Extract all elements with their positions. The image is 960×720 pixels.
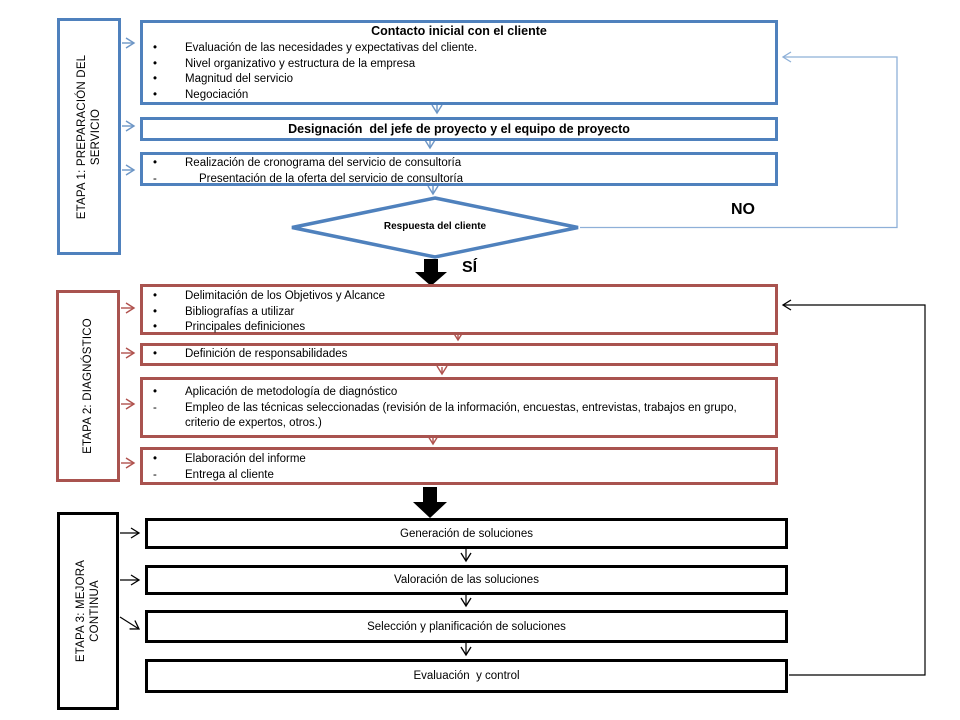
solution-selection-box: Selección y planificación de soluciones <box>145 610 788 643</box>
list-item: • Nivel organizativo y estructura de la e… <box>143 57 775 73</box>
box-title: Valoración de las soluciones <box>394 574 539 586</box>
diagnosis-scope-items: • Delimitación de los Objetivos y Alcance… <box>143 287 775 336</box>
decision-label: Respuesta del cliente <box>383 221 487 232</box>
list-item: • Delimitación de los Objetivos y Alcance <box>143 289 775 305</box>
item-text: Empleo de las técnicas seleccionadas (re… <box>185 401 737 430</box>
stage2-to-stage3-arrow <box>413 487 447 518</box>
bullet-marker: • <box>153 73 158 85</box>
list-item: • Definición de responsabilidades <box>143 347 775 363</box>
item-text: Negociación <box>185 88 249 101</box>
yes-arrow <box>415 259 447 286</box>
evaluation-control-box: Evaluación y control <box>145 659 788 693</box>
item-text: Definición de responsabilidades <box>185 348 348 360</box>
stage3-label: ETAPA 3: MEJORA CONTINUA <box>75 559 101 663</box>
list-item: • Evaluación de las necesidades y expecta… <box>143 41 775 57</box>
item-text: Realización de cronograma del servicio d… <box>185 157 462 169</box>
stage2-label: ETAPA 2: DIAGNÓSTICO <box>82 318 94 454</box>
solution-valuation-box: Valoración de las soluciones <box>145 565 788 595</box>
list-item: • Bibliografías a utilizar <box>143 305 775 321</box>
item-text: Magnitud del servicio <box>185 73 294 85</box>
solution-generation-box: Generación de soluciones <box>145 518 788 549</box>
item-text: Nivel organizativo y estructura de la em… <box>185 57 416 70</box>
designation-box: Designación del jefe de proyecto y el eq… <box>140 117 778 141</box>
list-item: • Negociación <box>143 88 775 104</box>
bullet-marker: • <box>153 348 158 360</box>
dash-marker: - <box>153 172 157 185</box>
list-item: - Presentación de la oferta del servicio … <box>143 172 775 188</box>
list-item: • Elaboración del informe <box>143 452 775 468</box>
item-text: Evaluación de las necesidades y expectat… <box>185 42 478 54</box>
stage1-label: ETAPA 1: PREPARACIÓN DEL SERVICIO <box>76 54 102 219</box>
bullet-marker: • <box>153 57 158 70</box>
list-item: • Aplicación de metodología de diagnóstic… <box>143 385 775 401</box>
no-branch-label: NO <box>731 201 755 218</box>
diagnosis-scope-box: • Delimitación de los Objetivos y Alcance… <box>140 284 778 335</box>
bullet-marker: • <box>153 453 158 465</box>
methodology-items: • Aplicación de metodología de diagnóstic… <box>143 380 775 432</box>
bullet-marker: • <box>153 386 158 398</box>
bullet-marker: • <box>153 305 158 318</box>
item-text: Presentación de la oferta del servicio d… <box>199 172 464 185</box>
list-item: • Principales definiciones <box>143 320 775 336</box>
item-text: Aplicación de metodología de diagnóstico <box>185 386 398 398</box>
bullet-marker: • <box>153 88 158 101</box>
responsibilities-items: • Definición de responsabilidades <box>143 346 775 363</box>
stage1-label-arrows <box>122 37 136 176</box>
yes-branch-label: SÍ <box>462 259 478 276</box>
contact-initial-items: • Evaluación de las necesidades y expecta… <box>143 39 775 103</box>
list-item: • Magnitud del servicio <box>143 72 775 88</box>
schedule-box: • Realización de cronograma del servicio … <box>140 152 778 186</box>
bullet-marker: • <box>153 157 158 169</box>
stage2-label-box: ETAPA 2: DIAGNÓSTICO <box>56 290 120 482</box>
contact-initial-title: Contacto inicial con el cliente <box>371 24 547 38</box>
dash-marker: - <box>153 401 157 414</box>
bullet-marker: • <box>153 321 158 333</box>
list-item: • Realización de cronograma del servicio … <box>143 156 775 172</box>
list-item: - Entrega al cliente <box>143 468 775 484</box>
box-title: Evaluación y control <box>413 670 520 682</box>
list-item: - Empleo de las técnicas seleccionadas (r… <box>143 401 775 432</box>
item-text: Entrega al cliente <box>185 468 274 481</box>
box-title: Generación de soluciones <box>400 527 533 540</box>
item-text: Delimitación de los Objetivos y Alcance <box>185 290 386 302</box>
stage3-label-box: ETAPA 3: MEJORA CONTINUA <box>57 512 119 710</box>
stage3-label-arrows <box>119 527 141 630</box>
responsibilities-box: • Definición de responsabilidades <box>140 343 778 366</box>
item-text: Bibliografías a utilizar <box>185 305 295 318</box>
bullet-marker: • <box>153 290 158 302</box>
stage2-label-arrows <box>121 302 136 469</box>
stage1-label-box: ETAPA 1: PREPARACIÓN DEL SERVICIO <box>57 18 121 255</box>
dash-marker: - <box>153 468 157 481</box>
schedule-items: • Realización de cronograma del servicio … <box>143 155 775 187</box>
box-title: Selección y planificación de soluciones <box>367 620 566 633</box>
methodology-box: • Aplicación de metodología de diagnóstic… <box>140 377 778 438</box>
evaluation-feedback-line <box>781 299 926 676</box>
contact-initial-box: Contacto inicial con el cliente • Evaluac… <box>140 20 778 105</box>
item-text: Principales definiciones <box>185 321 306 333</box>
report-box: • Elaboración del informe - Entrega al cli… <box>140 447 778 485</box>
item-text: Elaboración del informe <box>185 453 306 465</box>
report-items: • Elaboración del informe - Entrega al cli… <box>143 450 775 483</box>
designation-title: Designación del jefe de proyecto y el eq… <box>288 122 630 136</box>
bullet-marker: • <box>153 42 158 54</box>
